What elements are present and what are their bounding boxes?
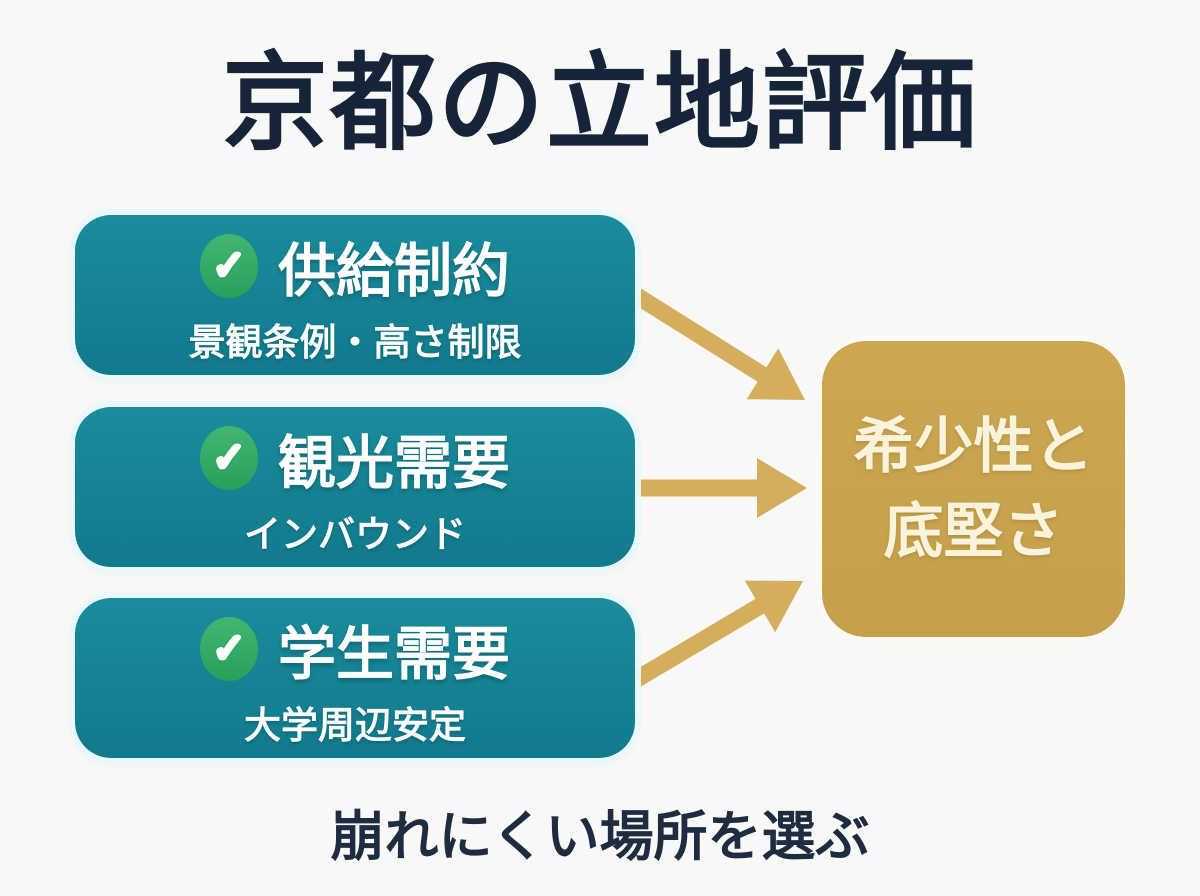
factor-label: 学生需要 — [277, 622, 510, 687]
factor-header: ✓ 学生需要 — [199, 607, 510, 691]
factor-sublabel: 景観条例・高さ制限 — [188, 322, 522, 363]
outcome-line-2: 底堅さ — [883, 498, 1064, 565]
arrow-shaft — [632, 595, 770, 687]
factor-box-supply-constraint: ✓ 供給制約 景観条例・高さ制限 — [75, 215, 635, 375]
factor-label: 観光需要 — [277, 431, 510, 496]
factor-header: ✓ 観光需要 — [199, 416, 510, 500]
outcome-line-1: 希少性と — [853, 412, 1094, 480]
arrow-tourism-to-outcome — [636, 458, 807, 518]
check-icon: ✓ — [199, 426, 258, 490]
arrow-shaft — [632, 288, 771, 385]
factor-label: 供給制約 — [277, 239, 510, 304]
check-icon: ✓ — [199, 234, 258, 298]
factor-box-student-demand: ✓ 学生需要 大学周辺安定 — [75, 598, 635, 758]
arrow-supply-to-outcome — [632, 288, 805, 400]
factor-header: ✓ 供給制約 — [199, 224, 510, 308]
factor-box-tourism-demand: ✓ 観光需要 インバウンド — [75, 407, 635, 567]
page-title: 京都の立地評価 — [222, 45, 978, 163]
factor-sublabel: インバウンド — [244, 514, 466, 555]
outcome-box: 希少性と 底堅さ — [822, 341, 1125, 637]
factor-sublabel: 大学周辺安定 — [244, 705, 466, 746]
arrow-head — [746, 348, 805, 400]
arrow-student-to-outcome — [632, 580, 803, 687]
check-icon: ✓ — [199, 617, 258, 681]
footer-note: 崩れにくい場所を選ぶ — [330, 807, 870, 867]
arrow-head — [744, 580, 803, 633]
arrow-head — [757, 458, 807, 518]
